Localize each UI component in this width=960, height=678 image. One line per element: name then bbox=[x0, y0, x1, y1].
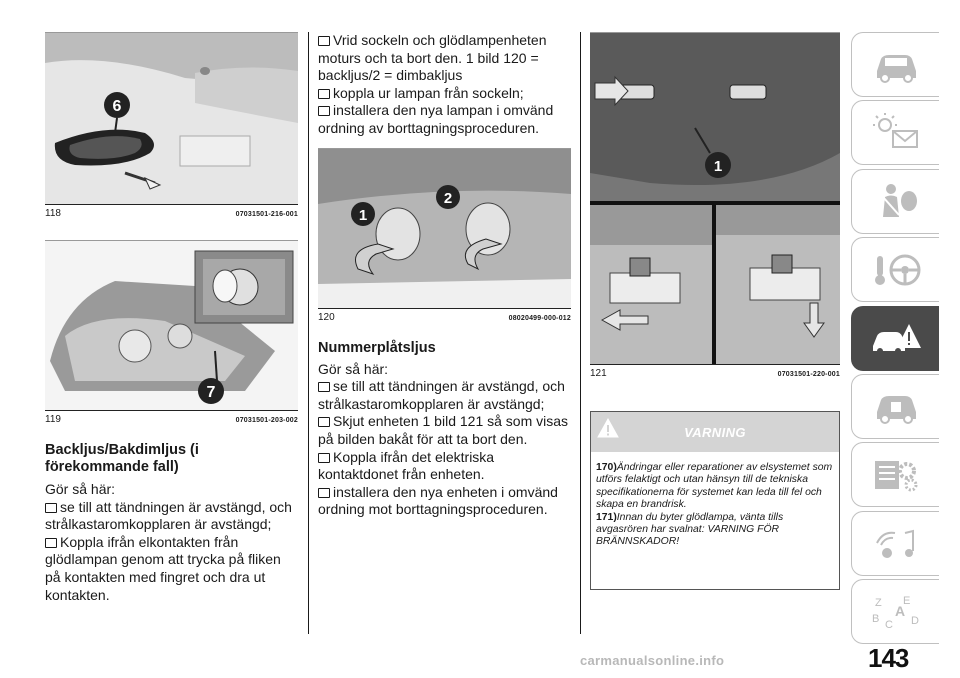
key-steering-icon bbox=[874, 254, 920, 286]
callout-1: 1 bbox=[359, 207, 367, 224]
tab-breakdown[interactable] bbox=[851, 305, 939, 371]
warning-title: VARNING bbox=[684, 424, 746, 440]
figure-code: 07031501-220-001 bbox=[777, 371, 840, 378]
column-left: 6 118 07031501-216-001 7 119 07031501-20… bbox=[45, 32, 298, 604]
checkbox-bullet-icon bbox=[318, 36, 330, 46]
tab-start-drive[interactable] bbox=[851, 237, 939, 303]
multimedia-icon bbox=[875, 529, 914, 559]
figure-119-photo: 7 bbox=[45, 240, 298, 410]
car-icon bbox=[876, 54, 916, 83]
checkbox-bullet-icon bbox=[318, 487, 330, 498]
dashboard-warning-icon bbox=[872, 112, 918, 148]
callout-7: 7 bbox=[207, 384, 216, 401]
step-item: installera den nya enheten i omvänd ordn… bbox=[318, 483, 558, 518]
column-divider bbox=[308, 32, 309, 634]
figure-number: 118 bbox=[45, 208, 61, 219]
figure-118-photo: 6 bbox=[45, 32, 298, 204]
figure-code: 07031501-203-002 bbox=[235, 417, 298, 424]
figure-number: 121 bbox=[590, 368, 607, 379]
figure-code: 07031501-216-001 bbox=[235, 211, 298, 218]
svg-text:Z: Z bbox=[875, 597, 882, 609]
step-item: Vrid sockeln och glödlampenheten moturs … bbox=[318, 32, 547, 84]
figure-number: 119 bbox=[45, 414, 61, 425]
tab-safety[interactable] bbox=[851, 168, 939, 234]
checkbox-bullet-icon bbox=[45, 502, 57, 513]
section-heading-nummerplatsljus: Nummerplåtsljus bbox=[318, 339, 436, 356]
svg-text:B: B bbox=[872, 613, 879, 625]
intro-text: Gör så här: bbox=[45, 481, 116, 497]
tab-dashboard-warning[interactable] bbox=[851, 100, 939, 166]
checkbox-bullet-icon bbox=[318, 382, 330, 393]
checkbox-bullet-icon bbox=[318, 106, 330, 117]
callout-1: 1 bbox=[714, 158, 722, 175]
step-item: se till att tändningen är avstängd, och … bbox=[45, 498, 292, 533]
warning-item: 171)Innan du byter glödlampa, vänta till… bbox=[596, 511, 784, 548]
svg-text:C: C bbox=[885, 619, 893, 631]
checkbox-bullet-icon bbox=[318, 88, 330, 99]
step-item: koppla ur lampan från sockeln; bbox=[318, 85, 571, 103]
step-item: Koppla ifrån det elektriska kontaktdonet… bbox=[318, 448, 495, 483]
breakdown-icon bbox=[872, 324, 921, 355]
warning-box: VARNING 170)Ändringar eller reparationer… bbox=[590, 411, 840, 590]
section-body: Gör så här: se till att tändningen är av… bbox=[318, 361, 571, 519]
callout-6: 6 bbox=[113, 98, 122, 115]
checkbox-bullet-icon bbox=[318, 417, 330, 428]
step-item: Koppla ifrån elkontakten från glödlampan… bbox=[45, 533, 281, 603]
section-body: Gör så här: se till att tändningen är av… bbox=[45, 481, 298, 604]
figure-number: 120 bbox=[318, 311, 335, 323]
section-heading-backljus: Backljus/Bakdimljus (i förekommande fall… bbox=[45, 442, 199, 475]
page-number: 143 bbox=[868, 643, 909, 673]
svg-text:A: A bbox=[895, 603, 905, 619]
figure-code: 08020499-000-012 bbox=[508, 314, 571, 322]
figure-121-photo: 1 bbox=[590, 32, 840, 364]
figure-118-caption: 118 07031501-216-001 bbox=[45, 204, 298, 220]
warning-triangle-icon bbox=[597, 418, 619, 438]
column-divider bbox=[580, 32, 581, 634]
step-item: installera den nya lampan i omvänd ordni… bbox=[318, 102, 554, 136]
step-item: se till att tändningen är avstängd, och … bbox=[318, 378, 565, 412]
figure-119-caption: 119 07031501-203-002 bbox=[45, 410, 298, 426]
warning-header: VARNING bbox=[591, 412, 839, 452]
column-right: 1 121 07031501-220-001 bbox=[590, 32, 840, 380]
column-middle: Vrid sockeln och glödlampenheten moturs … bbox=[318, 32, 571, 519]
tab-car[interactable] bbox=[851, 32, 939, 97]
warning-item: 170)Ändringar eller reparationer av elsy… bbox=[596, 462, 833, 511]
watermark: carmanualsonline.info bbox=[580, 653, 725, 668]
intro-text: Gör så här: bbox=[318, 360, 389, 377]
svg-text:E: E bbox=[903, 595, 910, 607]
callout-2: 2 bbox=[444, 190, 452, 207]
specifications-gear-icon bbox=[874, 460, 917, 492]
figure-120-caption: 120 08020499-000-012 bbox=[318, 307, 571, 324]
warning-body: 170)Ändringar eller reparationer av elsy… bbox=[591, 452, 839, 549]
svg-text:D: D bbox=[911, 615, 919, 627]
step-item: Skjut enheten 1 bild 121 så som visas på… bbox=[318, 413, 569, 447]
tab-service[interactable] bbox=[851, 373, 939, 439]
tab-specifications[interactable] bbox=[851, 442, 939, 508]
tab-multimedia[interactable] bbox=[851, 510, 939, 576]
checkbox-bullet-icon bbox=[45, 537, 57, 548]
figure-121-caption: 121 07031501-220-001 bbox=[590, 364, 840, 380]
figure-120-photo: 1 2 bbox=[318, 147, 571, 308]
seatbelt-airbag-icon bbox=[881, 184, 917, 218]
checkbox-bullet-icon bbox=[318, 452, 330, 463]
service-car-icon bbox=[876, 396, 916, 425]
section-body: Vrid sockeln och glödlampenheten moturs … bbox=[318, 32, 571, 138]
